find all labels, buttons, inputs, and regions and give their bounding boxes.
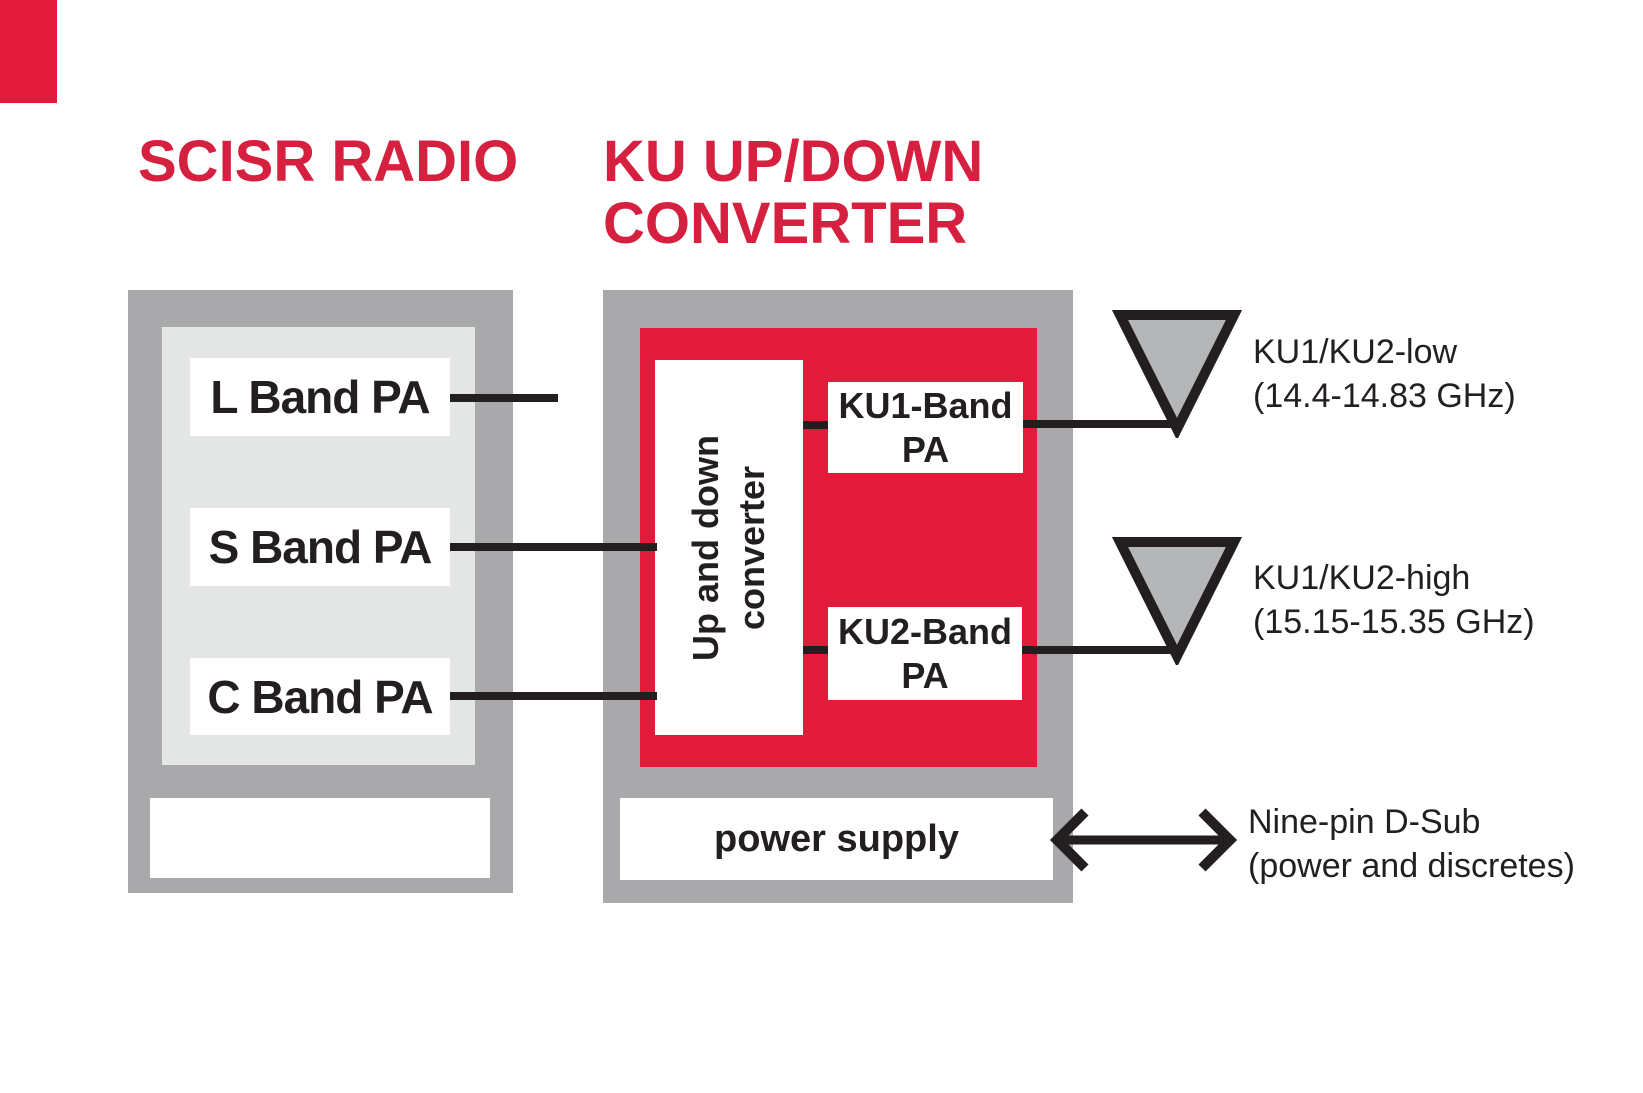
converter-to-ku2-line [803, 646, 828, 654]
l-band-pa-label: L Band PA [210, 371, 430, 423]
c-band-connector-line [450, 692, 657, 700]
ku2-band-pa-label-line2: PA [901, 654, 949, 696]
ku1-ku2-high-label: KU1/KU2-high (15.15-15.35 GHz) [1253, 556, 1535, 644]
ku1-ku2-high-range: (15.15-15.35 GHz) [1253, 603, 1535, 641]
l-band-connector-line [450, 394, 558, 402]
dsub-label-line1: Nine-pin D-Sub [1248, 803, 1481, 841]
up-down-converter-label-line2: converter [731, 465, 772, 630]
s-band-pa-label: S Band PA [208, 521, 433, 573]
ku1-band-pa-box: KU1-Band PA [828, 382, 1023, 473]
power-supply-box: power supply [620, 798, 1053, 880]
power-supply-label: power supply [714, 817, 959, 860]
double-arrow-icon [1049, 808, 1238, 872]
dsub-label-line2: (power and discretes) [1248, 847, 1575, 885]
ku1-ku2-low-label: KU1/KU2-low (14.4-14.83 GHz) [1253, 330, 1516, 418]
c-band-pa-label: C Band PA [207, 670, 433, 723]
ku1-to-antenna-line [1023, 420, 1178, 428]
c-band-pa-box: C Band PA [190, 658, 450, 735]
ku2-band-pa-box: KU2-Band PA [828, 607, 1022, 700]
ku1-ku2-high-name: KU1/KU2-high [1253, 559, 1471, 597]
converter-to-ku1-line [803, 421, 828, 429]
antenna-icon [1111, 310, 1243, 438]
scisr-blank-box [150, 798, 490, 878]
scisr-radio-title: SCISR RADIO [138, 129, 519, 194]
up-down-converter-label-line1: Up and down [685, 434, 726, 661]
s-band-connector-line [450, 543, 657, 551]
ku1-band-pa-label-line2: PA [901, 428, 950, 470]
ku2-band-pa-label-line1: KU2-Band [837, 610, 1012, 652]
ku-converter-title-line1: KU UP/DOWN [603, 129, 984, 194]
s-band-pa-box: S Band PA [190, 508, 450, 586]
ku1-ku2-low-range: (14.4-14.83 GHz) [1253, 377, 1516, 415]
dsub-label: Nine-pin D-Sub (power and discretes) [1248, 800, 1575, 888]
antenna-icon [1111, 537, 1243, 665]
ku1-ku2-low-name: KU1/KU2-low [1253, 333, 1458, 371]
l-band-pa-box: L Band PA [190, 358, 450, 436]
ku2-to-antenna-line [1022, 646, 1178, 654]
ku-converter-title-line2: CONVERTER [603, 191, 968, 256]
ku1-band-pa-label-line1: KU1-Band [838, 384, 1013, 426]
red-corner-mark [0, 0, 57, 103]
